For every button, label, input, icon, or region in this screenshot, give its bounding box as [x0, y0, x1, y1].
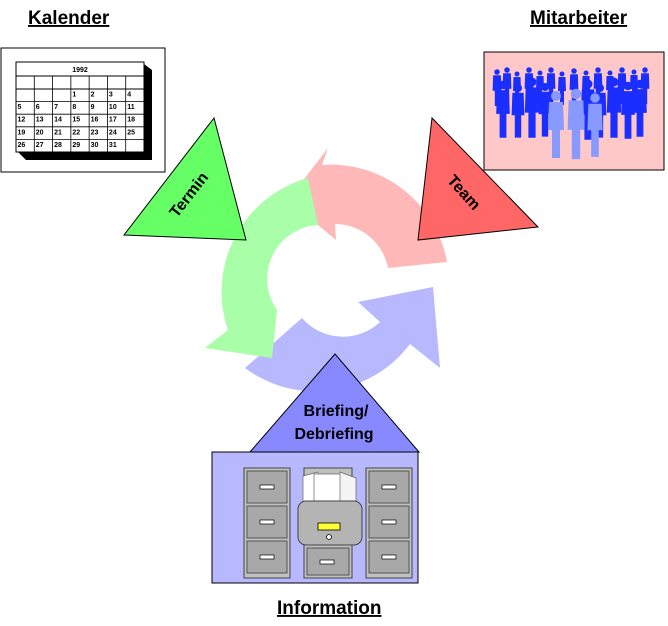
calendar-day: 15: [72, 117, 80, 124]
calendar-day: 16: [91, 117, 99, 124]
blue-cycle-arrow: [245, 287, 440, 392]
calendar-day: 14: [54, 117, 62, 124]
calendar-day: 23: [91, 129, 99, 136]
team-triangle: [417, 116, 540, 241]
briefing-label-line2: Debriefing: [294, 426, 373, 443]
calendar-day: 1: [72, 92, 76, 99]
mitarbeiter-title: Mitarbeiter: [530, 8, 628, 29]
calendar-day: 20: [36, 129, 44, 136]
cycle-arrows: [205, 148, 447, 392]
calendar-day: 26: [18, 142, 26, 149]
calendar-day: 31: [109, 142, 117, 149]
calendar-day: 13: [36, 117, 44, 124]
calendar-day: 3: [109, 92, 113, 99]
pink-cycle-arrow: [288, 148, 447, 268]
termin-triangle: [123, 116, 247, 241]
kalender-title: Kalender: [28, 8, 110, 29]
calendar-day: 2: [91, 92, 95, 99]
calendar-day: 24: [109, 129, 117, 136]
calendar-day: 22: [72, 129, 80, 136]
team-box: [483, 51, 665, 171]
calendar-day: 8: [72, 104, 76, 111]
calendar-day: 21: [54, 129, 62, 136]
left-file-cabinet-icon: [243, 467, 291, 579]
calendar-day: 28: [54, 142, 62, 149]
calendar-day: 6: [36, 104, 40, 111]
calendar-day: 17: [109, 117, 117, 124]
calendar-day: 29: [72, 142, 80, 149]
information-box: [211, 451, 419, 584]
calendar-day: 7: [54, 104, 58, 111]
calendar-day: 5: [18, 104, 22, 111]
calendar-day: 11: [127, 104, 135, 111]
calendar-year: 1992: [72, 67, 88, 74]
briefing-label-line1: Briefing/: [304, 403, 369, 420]
calendar-day: 12: [18, 117, 26, 124]
calendar-day: 27: [36, 142, 44, 149]
calendar-day: 30: [91, 142, 99, 149]
calendar-day: 19: [18, 129, 26, 136]
right-file-cabinet-icon: [365, 467, 413, 579]
calendar-day: 10: [109, 104, 117, 111]
calendar-day: 4: [127, 92, 131, 99]
open-file-cabinet-icon: [297, 467, 363, 579]
calendar-day: 18: [127, 117, 135, 124]
information-title: Information: [277, 598, 382, 619]
calendar-day: 9: [91, 104, 95, 111]
calendar-day: 25: [127, 129, 135, 136]
green-cycle-arrow: [205, 178, 318, 358]
